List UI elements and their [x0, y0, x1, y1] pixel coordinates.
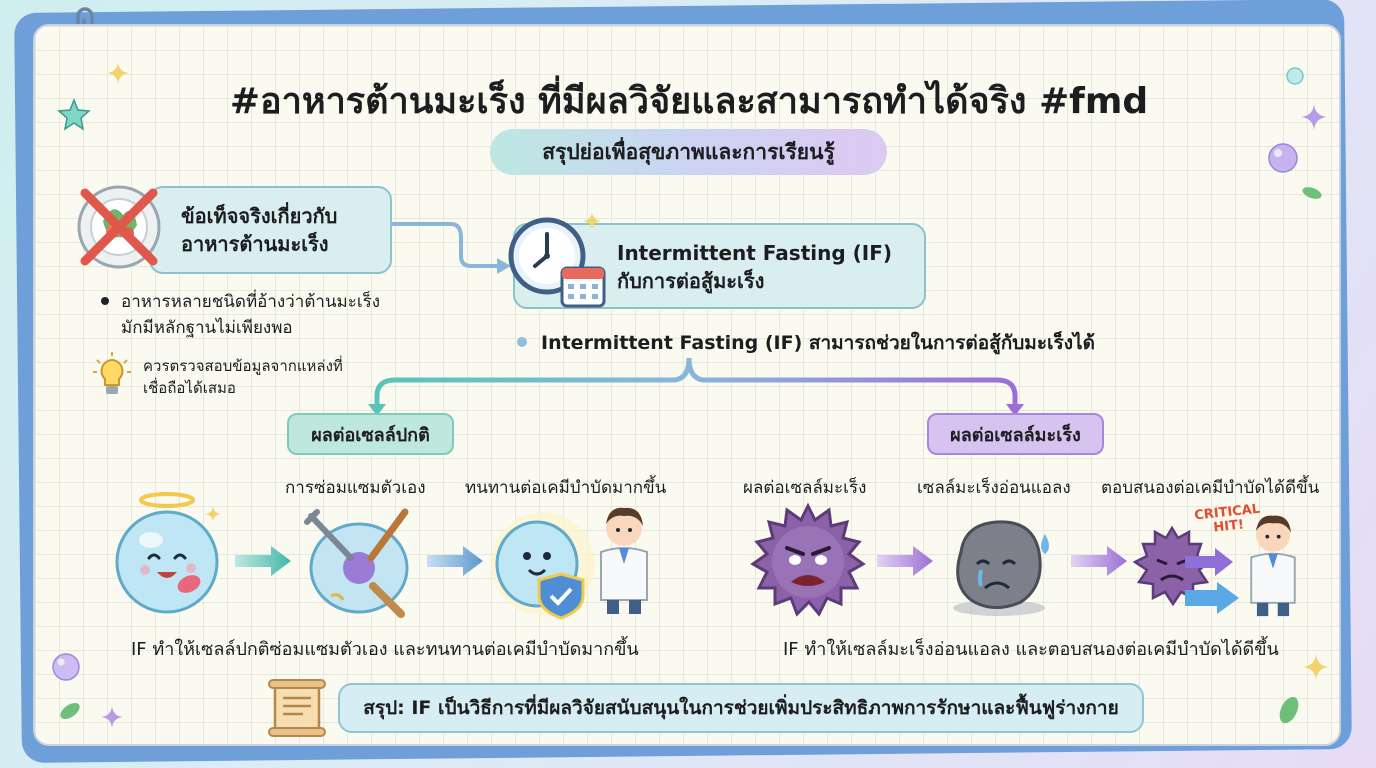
branch-arrows — [368, 357, 1024, 416]
shield-cell-icon — [491, 512, 595, 620]
right-arrow-icon — [235, 546, 291, 576]
cancer-caption-effect: ผลต่อเซลล์มะเร็ง — [743, 478, 867, 498]
facts-box: ข้อเท็จจริงเกี่ยวกับ อาหารต้านมะเร็ง — [149, 186, 392, 274]
bubble-icon — [1268, 143, 1298, 173]
sparkle-icon — [1301, 104, 1327, 130]
facts-title-line2: อาหารต้านมะเร็ง — [181, 232, 329, 256]
clock-icon — [508, 217, 586, 295]
lightbulb-icon — [93, 352, 131, 394]
happy-cell-icon — [115, 492, 219, 614]
right-arrow-icon — [1071, 546, 1127, 576]
star-icon — [57, 97, 91, 131]
bubble-icon — [1286, 67, 1304, 85]
sparkle-icon — [1303, 654, 1329, 680]
right-arrow-icon — [877, 546, 933, 576]
conclusion-pill: สรุป: IF เป็นวิธีการที่มีผลวิจัยสนับสนุน… — [338, 683, 1144, 733]
facts-bullet-line2: มักมีหลักฐานไม่เพียงพอ — [121, 318, 293, 338]
angry-cancer-cell-icon — [750, 502, 866, 617]
if-bullet-text: Intermittent Fasting (IF) สามารถช่วยในกา… — [541, 332, 1095, 354]
normal-cells-label: ผลต่อเซลล์ปกติ — [287, 413, 454, 455]
bubble-icon — [52, 653, 80, 681]
sparkle-icon — [205, 506, 221, 522]
tip-line2: เชื่อถือได้เสมอ — [143, 379, 236, 397]
doctor-icon — [600, 507, 648, 614]
sparkle-icon — [107, 62, 129, 84]
if-bullet-dot — [517, 337, 527, 347]
connector-arrow — [391, 222, 511, 274]
content-sheet: #อาหารต้านมะเร็ง ที่มีผลวิจัยและสามารถทำ… — [33, 24, 1341, 746]
subtitle-pill: สรุปย่อเพื่อสุขภาพและการเรียนรู้ — [490, 129, 887, 175]
facts-bullet-dot — [101, 297, 109, 305]
leaf-icon — [1279, 696, 1299, 724]
scroll-icon — [268, 679, 326, 737]
facts-bullet-line1: อาหารหลายชนิดที่อ้างว่าต้านมะเร็ง — [121, 292, 381, 312]
facts-title-line1: ข้อเท็จจริงเกี่ยวกับ — [181, 204, 338, 228]
cancer-cells-label: ผลต่อเซลล์มะเร็ง — [927, 413, 1104, 455]
doctor-icon — [1250, 515, 1296, 617]
cancer-summary: IF ทำให้เซลล์มะเร็งอ่อนแอลง และตอบสนองต่… — [783, 639, 1279, 660]
page-title: #อาหารต้านมะเร็ง ที่มีผลวิจัยและสามารถทำ… — [229, 81, 1149, 122]
normal-summary: IF ทำให้เซลล์ปกติซ่อมแซมตัวเอง และทนทานต… — [131, 639, 639, 660]
leaf-icon — [1302, 187, 1322, 199]
cell-repair-icon — [304, 508, 409, 618]
calendar-icon — [560, 266, 606, 308]
normal-caption-repair: การซ่อมแซมตัวเอง — [285, 478, 426, 498]
right-arrow-icon — [427, 546, 483, 576]
normal-caption-resistance: ทนทานต่อเคมีบำบัดมากขึ้น — [465, 478, 667, 498]
sparkle-icon — [583, 212, 601, 230]
sparkle-icon — [101, 706, 123, 728]
no-food-icon — [77, 185, 161, 269]
if-title-line2: กับการต่อสู้มะเร็ง — [617, 269, 765, 293]
tip-line1: ควรตรวจสอบข้อมูลจากแหล่งที่ — [143, 357, 343, 375]
cancer-caption-weak: เซลล์มะเร็งอ่อนแอลง — [917, 478, 1071, 498]
leaf-icon — [60, 703, 80, 719]
attack-arrows-icon — [1185, 548, 1239, 614]
cancer-caption-response: ตอบสนองต่อเคมีบำบัดได้ดีขึ้น — [1101, 478, 1320, 498]
weak-cancer-cell-icon — [953, 520, 1049, 616]
if-title-line1: Intermittent Fasting (IF) — [617, 241, 893, 265]
defeated-cancer-cell-icon — [1132, 525, 1212, 607]
